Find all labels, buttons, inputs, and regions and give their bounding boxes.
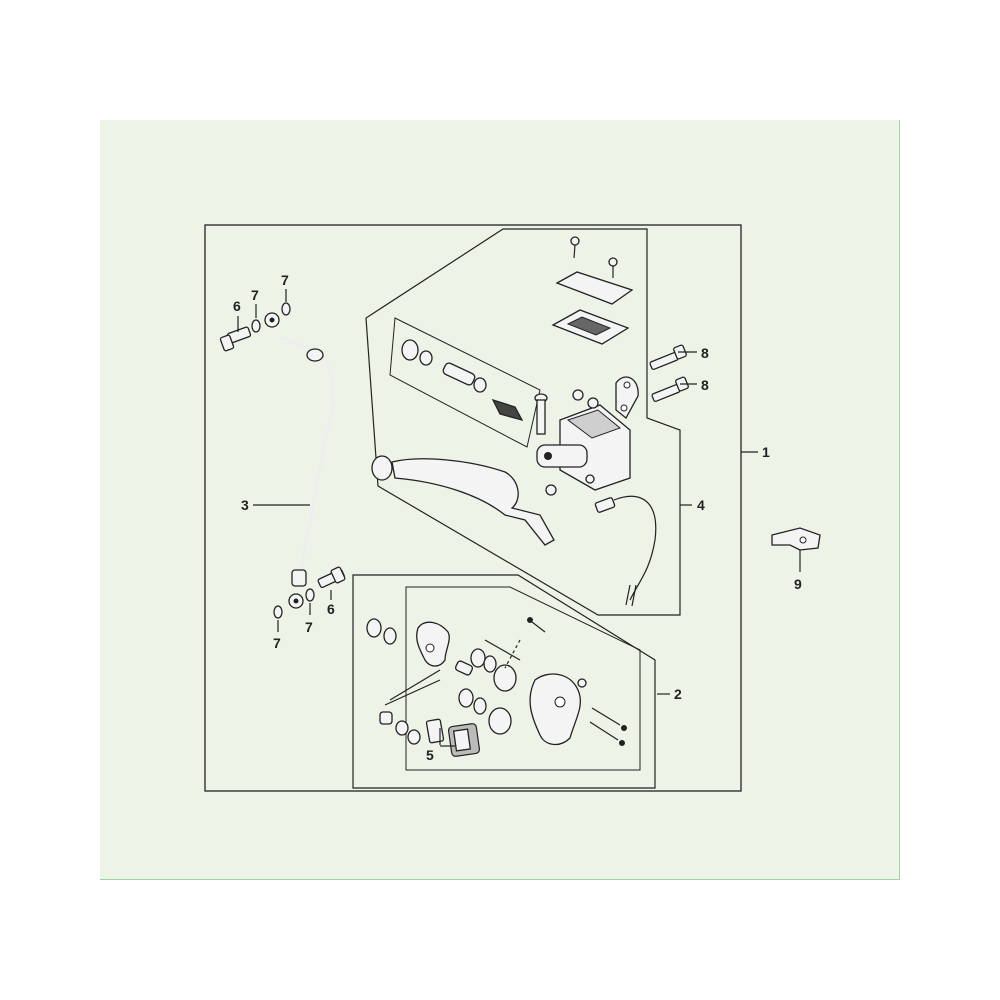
banjo-bolt-lower <box>317 566 346 589</box>
caliper-inner-outline <box>405 586 641 771</box>
callout-2: 2 <box>674 686 682 702</box>
reservoir-diaphragm <box>551 309 630 345</box>
banjo-bolt-upper <box>219 326 252 352</box>
leader-lines <box>237 289 801 747</box>
brake-pads <box>425 718 481 757</box>
key-part <box>771 527 821 551</box>
assembly-guide-line <box>389 669 441 701</box>
master-cylinder-body <box>536 389 631 491</box>
assembly-guide-line <box>384 679 441 706</box>
bleed-screw <box>527 617 546 633</box>
reservoir-cap <box>555 271 634 305</box>
callout-7-lower-right: 7 <box>305 619 313 635</box>
callout-1: 1 <box>762 444 770 460</box>
callout-7-upper-left: 7 <box>251 287 259 303</box>
brake-light-switch <box>594 495 657 607</box>
brake-lever <box>371 455 557 546</box>
assembly-frame <box>204 224 742 792</box>
brake-hose <box>264 312 335 609</box>
pistons <box>401 339 524 422</box>
callout-9: 9 <box>794 576 802 592</box>
handlebar-clamp <box>615 376 639 419</box>
callout-8-upper: 8 <box>701 345 709 361</box>
piston-kit-box <box>389 317 541 448</box>
caliper-group-outline <box>352 574 656 789</box>
callout-7-upper-right: 7 <box>281 272 289 288</box>
clamp-bolts <box>649 344 689 402</box>
master-cylinder-group-outline <box>365 228 681 616</box>
callout-7-lower-left: 7 <box>273 635 281 651</box>
caliper-body <box>529 673 587 746</box>
caliper-seals <box>366 618 497 745</box>
pivot-bolt <box>534 393 548 435</box>
assembly-guide-line <box>504 639 521 669</box>
callout-4: 4 <box>697 497 705 513</box>
callout-6-upper: 6 <box>233 298 241 314</box>
caliper-bracket <box>416 621 450 667</box>
callout-8-lower: 8 <box>701 377 709 393</box>
slide-pins <box>484 639 627 746</box>
callout-6-lower: 6 <box>327 601 335 617</box>
callout-3: 3 <box>241 497 249 513</box>
sealing-washers <box>251 302 315 619</box>
callout-5: 5 <box>426 747 434 763</box>
caliper-pistons <box>379 660 517 735</box>
reservoir-screws <box>570 236 618 278</box>
